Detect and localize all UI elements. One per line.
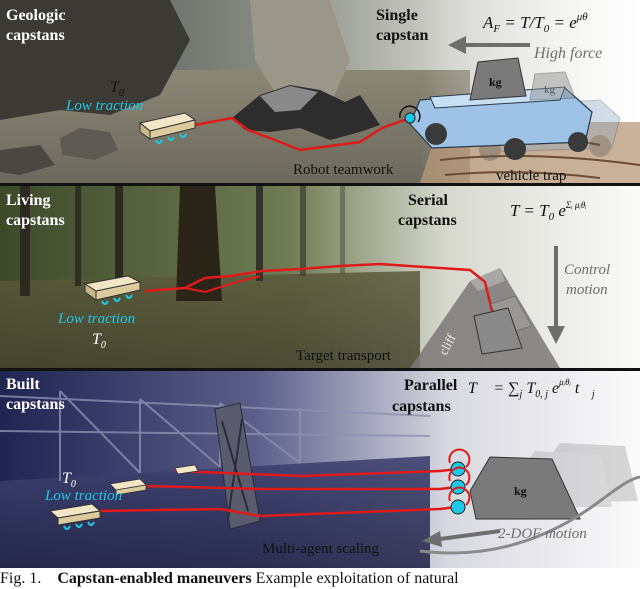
bridge-deck — [0, 456, 430, 568]
serial-equation: T = T0 eΣᵢ μᵢθᵢ — [510, 200, 587, 223]
high-force-label: High force — [533, 45, 602, 62]
kg-weight-ghost — [529, 71, 576, 101]
panel-geologic-scene: Geologic capstans Single capstan AF = T/… — [0, 0, 640, 183]
panel-living-capstans: Living capstans Serial capstans T = T0 e… — [0, 186, 640, 368]
panel-living-scene: Living capstans Serial capstans T = T0 e… — [0, 186, 640, 368]
robot-teamwork-label: Robot teamwork — [293, 162, 394, 178]
parallel-equation: T⃗ = ∑j T0, j eμᵢθᵢ t⃗j — [468, 377, 595, 400]
amplification-equation: AF = T/T0 = eμθ — [482, 11, 588, 35]
tension-t0-label: T0 — [110, 79, 124, 99]
low-traction-robot — [138, 112, 197, 144]
rope — [144, 262, 494, 312]
motion-arrow-head — [422, 531, 442, 547]
target-payload — [473, 307, 523, 355]
left-title-line1: Geologic — [6, 7, 66, 24]
parallel-capstans — [448, 448, 471, 515]
rope — [144, 484, 457, 491]
right-title-line1: Parallel — [404, 377, 458, 394]
panel-divider — [0, 183, 640, 186]
control-label-line1: Control — [564, 262, 610, 278]
caption-bold: Capstan-enabled maneuvers — [57, 570, 252, 587]
right-title-line2: capstans — [398, 212, 457, 229]
robot — [174, 464, 199, 475]
low-traction-label: Low traction — [44, 488, 122, 504]
rope — [194, 116, 411, 152]
motion-arrow — [439, 529, 501, 541]
capstan-tree — [176, 186, 222, 301]
low-traction-label: Low traction — [57, 311, 135, 327]
caption-prefix: Fig. 1. — [0, 570, 42, 587]
small-stone — [0, 145, 55, 175]
tree-trunk — [20, 186, 30, 296]
motion-curve — [419, 475, 640, 555]
rope — [99, 505, 457, 518]
right-title-line1: Single — [376, 7, 418, 24]
left-title-line1: Built — [6, 376, 40, 393]
right-title-line1: Serial — [408, 192, 449, 209]
tree-trunk — [75, 186, 81, 286]
tension-t0-label: T0 — [62, 470, 76, 490]
kg-ghost-label: kg — [544, 84, 556, 96]
panel-divider — [0, 368, 640, 371]
tree-trunk — [256, 186, 263, 281]
tension-t0-label: T0 — [92, 331, 106, 351]
right-title-line2: capstans — [392, 398, 451, 415]
center-rock — [250, 0, 350, 105]
target-transport-label: Target transport — [296, 348, 392, 364]
low-traction-robot — [48, 503, 102, 530]
left-title-line2: capstans — [6, 27, 65, 44]
figure-caption: Fig. 1. Capstan-enabled maneuvers Exampl… — [0, 570, 640, 589]
rope-loop — [184, 275, 261, 294]
left-title-line2: capstans — [6, 396, 65, 413]
low-traction-robot — [83, 275, 142, 305]
multi-agent-scaling-label: Multi-agent scaling — [262, 541, 380, 557]
capstan-rock-face — [260, 86, 318, 112]
two-dof-motion-label: 2-DOF motion — [498, 526, 587, 542]
small-stone — [60, 128, 118, 160]
panel-geologic-capstans: Geologic capstans Single capstan AF = T/… — [0, 0, 640, 183]
panel-built-capstans: Built capstans Parallel capstans T⃗ = ∑j… — [0, 371, 640, 568]
kg-weight — [469, 57, 527, 101]
robot — [109, 478, 147, 496]
left-title-line2: capstans — [6, 212, 65, 229]
left-boulder — [0, 0, 190, 120]
panel-built-scene: Built capstans Parallel capstans T⃗ = ∑j… — [0, 371, 640, 568]
caption-text: Example exploitation of natural — [251, 570, 459, 587]
left-title-line1: Living — [6, 192, 50, 209]
force-arrow-head — [448, 36, 466, 54]
cliff-edge — [470, 268, 505, 291]
kg-label: kg — [489, 75, 502, 89]
control-label-line2: motion — [566, 282, 608, 298]
capstan-figure: Geologic capstans Single capstan AF = T/… — [0, 0, 640, 568]
right-title-line2: capstan — [376, 27, 429, 44]
low-traction-label: Low traction — [65, 98, 143, 114]
tree-trunk — [115, 186, 123, 291]
tree-trunk — [300, 186, 306, 276]
kg-payload — [469, 456, 581, 520]
pillar-brace — [221, 418, 249, 520]
kg-label: kg — [514, 484, 527, 498]
control-arrow-head — [547, 326, 565, 344]
vehicle-trap-label: vehicle trap — [496, 168, 566, 183]
tree-trunk — [340, 186, 345, 274]
rope — [174, 467, 459, 478]
